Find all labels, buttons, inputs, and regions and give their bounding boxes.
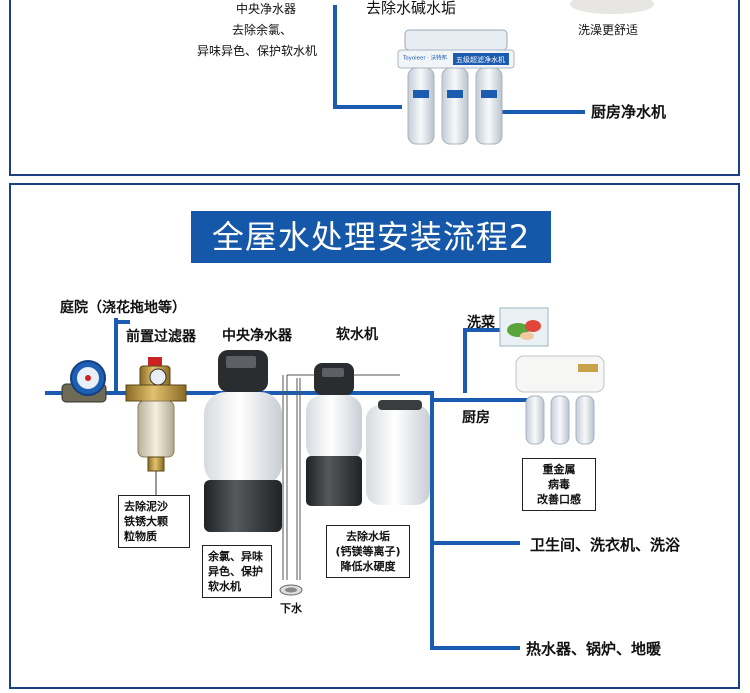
note-line: 病毒 [548, 478, 570, 491]
note-line: 降低水硬度 [340, 560, 396, 573]
note-line: 改善口感 [537, 493, 581, 506]
top-kitchen-purifier-label: 厨房净水机 [591, 103, 667, 121]
top-pipe [333, 5, 402, 109]
label-bathroom: 卫生间、洗衣机、洗浴 [530, 536, 681, 554]
label-drain: 下水 [280, 602, 302, 615]
wash-veg-photo [499, 307, 549, 347]
note-central: 余氯、异味 异色、保护 软水机 [202, 545, 272, 598]
label-central: 中央净水器 [222, 328, 292, 344]
drain-lines [282, 374, 400, 580]
label-wash-veg: 洗菜 [467, 315, 495, 331]
prefilter-illustration [125, 357, 187, 472]
note-line: 粒物质 [124, 530, 157, 543]
label-garden: 庭院（浇花拖地等） [60, 300, 186, 316]
top-softener-caption: 去除水碱水垢 [366, 0, 457, 17]
top-central-line2: 去除余氯、 [232, 23, 293, 37]
top-product-badge: 五级超滤净水机 [456, 56, 505, 64]
note-softener: 去除水垢 (钙镁等离子) 降低水硬度 [326, 525, 410, 578]
top-product-brand: Toyoleer · 沃特邦 [403, 54, 447, 62]
central-filter-illustration [204, 350, 282, 532]
top-purifier-illustration [397, 29, 515, 145]
drain-icon [279, 584, 303, 596]
note-line: (钙镁等离子) [335, 545, 401, 558]
diagram-title: 全屋水处理安装流程2 [191, 211, 551, 263]
note-line: 余氯、异味 [208, 550, 263, 563]
note-line: 去除泥沙 [124, 500, 168, 513]
note-prefilter: 去除泥沙 铁锈大颗 粒物质 [118, 495, 190, 548]
note-line: 铁锈大颗 [124, 515, 168, 528]
water-meter-icon [61, 360, 107, 403]
label-softener: 软水机 [336, 327, 378, 343]
top-central-line3: 异味异色、保护软水机 [197, 44, 318, 58]
note-kitchen: 重金属 病毒 改善口感 [522, 458, 596, 511]
label-kitchen: 厨房 [462, 410, 490, 426]
note-line: 去除水垢 [346, 530, 390, 543]
top-shower-caption: 洗澡更舒适 [578, 23, 639, 37]
note-line: 异色、保护 [208, 565, 263, 578]
diagram-panel [9, 183, 740, 689]
softener-illustration [306, 363, 430, 506]
label-heater: 热水器、锅炉、地暖 [526, 640, 662, 658]
kitchen-purifier-illustration [515, 355, 605, 445]
label-prefilter: 前置过滤器 [126, 329, 196, 345]
top-panel [9, 0, 740, 176]
branch-wash-veg [463, 328, 500, 393]
top-central-line1: 中央净水器 [236, 2, 297, 16]
note-line: 重金属 [542, 463, 576, 476]
note-line: 软水机 [208, 580, 241, 593]
